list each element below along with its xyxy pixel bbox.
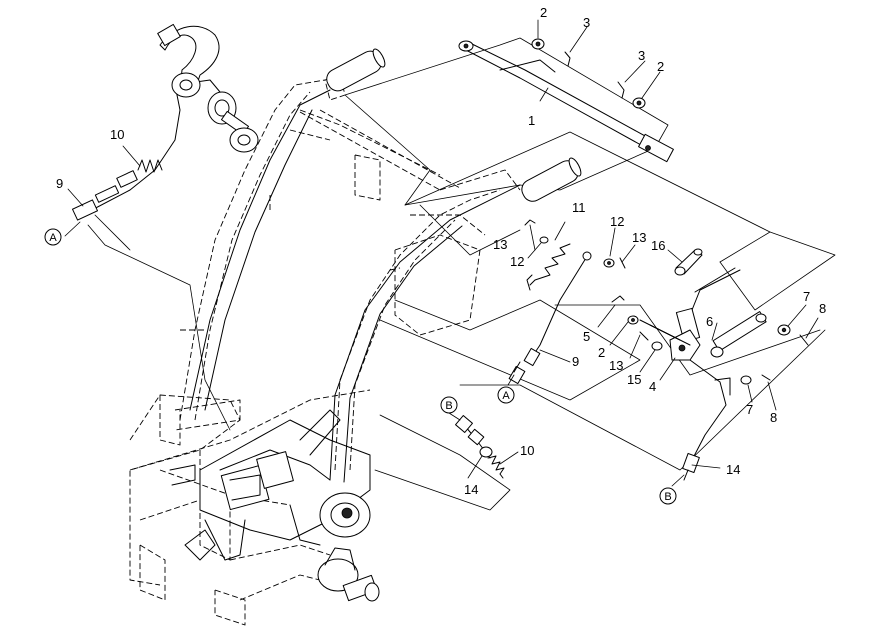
label-part-15: 15	[627, 372, 641, 387]
label-part-6: 6	[706, 314, 713, 329]
spring-10-upper	[137, 159, 163, 173]
callout-a-middle: A	[497, 386, 515, 404]
callout-b-right: B	[659, 487, 677, 505]
label-part-11: 11	[572, 200, 586, 215]
callout-b-label: B	[445, 400, 452, 412]
label-part-2: 2	[657, 59, 664, 74]
label-part-1: 1	[528, 113, 535, 128]
label-part-14: 14	[726, 462, 740, 477]
upper-small-parts	[531, 38, 646, 109]
label-part-13: 13	[609, 358, 623, 373]
callout-b-lower: B	[440, 396, 458, 414]
label-part-4: 4	[649, 379, 656, 394]
label-part-13: 13	[493, 237, 507, 252]
transmission-assembly	[169, 409, 380, 602]
upper-cable-assembly	[71, 23, 259, 221]
spring-10-lower	[487, 455, 505, 475]
callout-a-label: A	[49, 232, 57, 244]
part-number-labels: 1 2 3 3 2 11 12 13 12 13 16 9 5 2 13 15 …	[56, 5, 826, 497]
lower-cable-assembly	[455, 415, 505, 479]
label-part-7: 7	[803, 289, 810, 304]
label-part-3: 3	[638, 48, 645, 63]
assembly-outlines	[87, 37, 836, 511]
label-part-3: 3	[583, 15, 590, 30]
label-part-12: 12	[510, 254, 524, 269]
label-part-10: 10	[110, 127, 124, 142]
callout-b-label: B	[664, 491, 671, 503]
control-rod-part-1	[458, 40, 674, 163]
label-part-8: 8	[770, 410, 777, 425]
label-part-9: 9	[56, 176, 63, 191]
callout-a-label: A	[502, 390, 510, 402]
label-part-14: 14	[464, 482, 478, 497]
label-part-16: 16	[651, 238, 665, 253]
label-part-12: 12	[610, 214, 624, 229]
label-part-13: 13	[632, 230, 646, 245]
label-part-7: 7	[746, 402, 753, 417]
handle-grips	[189, 48, 582, 483]
leader-lines	[64, 19, 819, 487]
label-part-10: 10	[520, 443, 534, 458]
label-part-9: 9	[572, 354, 579, 369]
label-part-5: 5	[583, 329, 590, 344]
middle-linkage	[508, 219, 809, 481]
spring-11	[529, 243, 571, 286]
label-part-8: 8	[819, 301, 826, 316]
callout-a-upper: A	[44, 228, 62, 246]
label-part-2: 2	[598, 345, 605, 360]
label-part-2: 2	[540, 5, 547, 20]
